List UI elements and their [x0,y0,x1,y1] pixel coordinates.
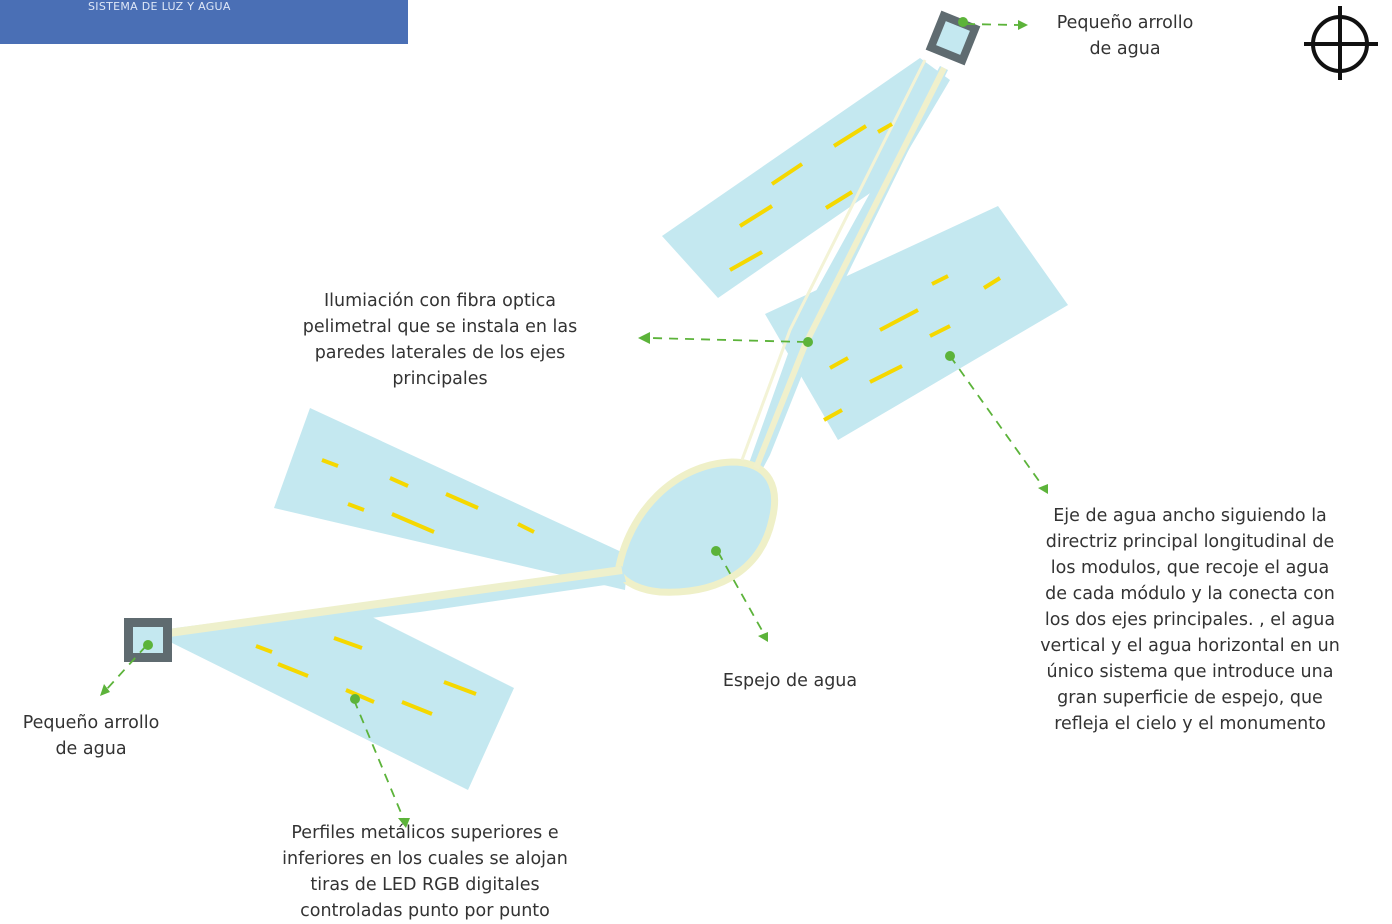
led-strip [823,408,843,422]
led-strip [445,492,479,510]
pointer-dot [958,17,968,27]
arrow-head [100,684,110,696]
module-left [274,408,628,590]
module-right [765,206,1068,440]
led-strip [321,458,339,468]
basin-icon-bottom [124,618,172,662]
arrow-head [638,332,650,344]
fiber-border-lower [161,566,623,638]
led-strip [929,324,951,338]
pointer-line [105,645,147,691]
label-fibra-optica: Ilumiación con fibra optica pelimetral q… [302,291,578,389]
label-espejo-agua: Espejo de agua [722,671,858,691]
led-strip [443,680,477,696]
pointers [105,23,1045,821]
header-title: SISTEMA DE LUZ Y AGUA [88,0,231,13]
arrow-head [758,632,768,642]
pointer-dots [143,17,968,704]
pointer-dot [945,351,955,361]
pointer-dot [711,546,721,556]
led-strip [729,250,763,272]
pointer-dot [350,694,360,704]
led-strip [391,512,435,534]
led-strip [738,204,774,228]
led-strip [982,276,1002,290]
led-strip [345,688,375,704]
led-strip [401,700,433,716]
led-strip [879,308,919,332]
led-strip [255,644,273,654]
module-upper [662,58,950,298]
module-lower [150,614,514,790]
label-arroyo-top: Pequeño arrollo de agua [1056,13,1194,59]
pointer-line [353,699,405,821]
pointer-line [649,337,807,343]
led-strip [824,190,854,210]
label-eje-agua-ancho: Eje de agua ancho siguiendo la directriz… [1040,506,1340,734]
led-strip [347,502,365,512]
led-strips [255,122,1002,716]
pointer-line [949,355,1045,489]
led-strip [829,356,849,370]
label-arroyo-bottom: Pequeño arrollo de agua [22,713,160,759]
fiber-border-upper-inner [740,59,927,461]
header-bar: SISTEMA DE LUZ Y AGUA [0,0,408,44]
led-strip [333,636,363,650]
pointer-line [965,23,1019,26]
led-strip [877,122,893,134]
led-strip [832,124,868,148]
pointer-dot [143,640,153,650]
arrow-head [1018,20,1028,30]
led-strip [770,162,804,186]
led-strip [277,662,309,678]
arrow-head [398,818,410,828]
label-perfiles-metalicos: Perfiles metálicos superiores e inferior… [282,823,568,921]
pointer-dot [803,337,813,347]
basin-icon-top [925,10,981,66]
arrow-heads [100,20,1048,828]
led-strip [389,476,409,488]
espejo-basin [614,458,779,596]
led-strip [869,364,903,384]
arrow-head [1038,484,1048,494]
north-arrow-icon [1304,6,1378,80]
led-strip [517,522,535,534]
led-strip [931,274,949,286]
